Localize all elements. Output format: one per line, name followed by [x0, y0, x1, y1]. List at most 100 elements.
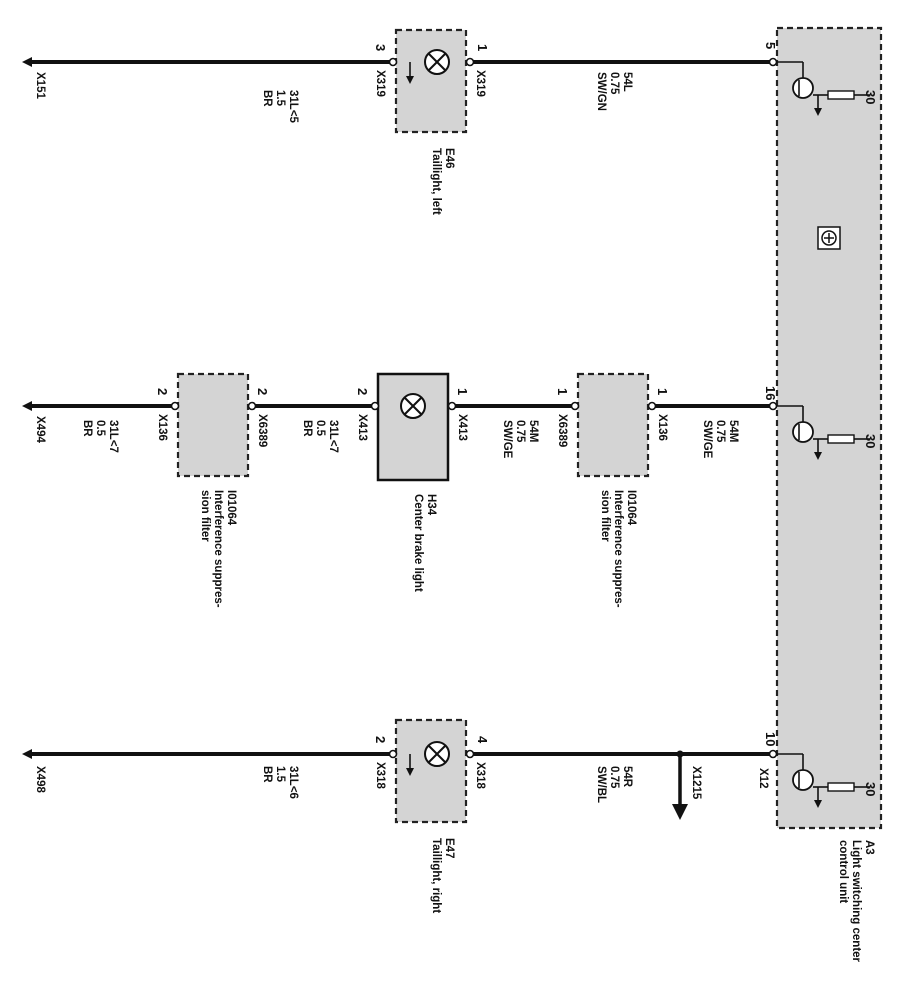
svg-text:I01064: I01064	[625, 490, 637, 526]
ground-x151: X151	[34, 72, 46, 99]
wire-label-31l7-mid: 31L<7 0.5 BR	[301, 420, 339, 453]
svg-text:0.75: 0.75	[608, 766, 620, 789]
filter2-conn-in: X6389	[256, 414, 268, 447]
light-pin-out: 2	[355, 388, 370, 395]
svg-text:sion filter: sion filter	[199, 490, 211, 542]
svg-text:0.75: 0.75	[514, 420, 526, 443]
filter2-pin-out: 2	[155, 388, 170, 395]
control-unit-name-line2: control unit	[837, 840, 849, 903]
terminal-30-left: 30	[863, 90, 878, 104]
control-unit-name-line1: Light switching center	[850, 840, 862, 963]
svg-text:E46: E46	[443, 148, 455, 168]
splice-x1215-label: X1215	[690, 766, 702, 800]
cu-pin-5: 5	[763, 42, 778, 49]
lamp-icon-right	[406, 741, 450, 776]
svg-text:Interference suppres-: Interference suppres-	[612, 490, 624, 608]
wire-label-31l5: 31L<5 1.5 BR	[261, 90, 299, 124]
light-conn-out: X413	[356, 414, 368, 441]
driver-center	[777, 405, 870, 460]
light-switch-symbol-icon	[817, 226, 841, 250]
svg-text:SW/BL: SW/BL	[595, 766, 607, 803]
filter2-box[interactable]	[176, 372, 250, 478]
svg-text:SW/GE: SW/GE	[701, 420, 713, 459]
filter2-label: I01064 Interference suppres- sion filter	[199, 490, 237, 608]
lamp-icon-center	[400, 393, 426, 419]
terminal-30-right: 30	[863, 782, 878, 796]
ground-arrow-center	[22, 401, 32, 411]
svg-text:H34: H34	[425, 494, 437, 516]
svg-text:54M: 54M	[527, 420, 539, 442]
svg-text:31L<7: 31L<7	[107, 420, 119, 453]
svg-text:0.75: 0.75	[608, 72, 620, 95]
svg-text:E47: E47	[443, 838, 455, 858]
ground-x494: X494	[34, 416, 46, 443]
center-brake-light-label: H34 Center brake light	[412, 494, 437, 592]
taillight-left-pin-1: 1	[475, 44, 490, 51]
svg-text:I01064: I01064	[225, 490, 237, 526]
connector-marks	[170, 57, 778, 759]
driver-left	[777, 61, 870, 116]
driver-right	[777, 753, 870, 808]
terminal-30-center: 30	[863, 434, 878, 448]
taillight-right-conn-in: X318	[474, 762, 486, 789]
filter1-pin-out: 1	[555, 388, 570, 395]
taillight-left-pin-3: 3	[373, 44, 388, 51]
lamp-icon-left	[406, 49, 450, 84]
filter1-pin-in: 1	[655, 388, 670, 395]
svg-text:1.5: 1.5	[274, 90, 286, 107]
cu-connector-x12: X12	[757, 768, 769, 788]
ground-arrow-right	[22, 749, 32, 759]
svg-text:SW/GN: SW/GN	[595, 72, 607, 111]
filter2-conn-out: X136	[156, 414, 168, 441]
svg-text:SW/GE: SW/GE	[501, 420, 513, 459]
svg-text:0.5: 0.5	[94, 420, 106, 437]
light-pin-in: 1	[455, 388, 470, 395]
filter1-box[interactable]	[576, 372, 650, 478]
ground-arrow-left	[22, 57, 32, 67]
wire-label-54m-mid: 54M 0.75 SW/GE	[501, 420, 539, 459]
filter1-label: I01064 Interference suppres- sion filter	[599, 490, 637, 608]
svg-text:Taillight, right: Taillight, right	[430, 838, 442, 913]
filter2-pin-in: 2	[255, 388, 270, 395]
wire-label-54m-cu: 54M 0.75 SW/GE	[701, 420, 739, 459]
light-conn-in: X413	[456, 414, 468, 441]
wire-label-54l: 54L 0.75 SW/GN	[595, 72, 633, 111]
taillight-right-conn-out: X318	[374, 762, 386, 789]
svg-text:54R: 54R	[621, 766, 633, 788]
svg-text:BR: BR	[301, 420, 313, 437]
taillight-left-conn-in: X319	[474, 70, 486, 97]
control-unit-ref: A3	[863, 840, 875, 855]
control-unit-box[interactable]	[775, 26, 883, 830]
cu-pin-10: 10	[763, 732, 778, 746]
svg-text:31L<7: 31L<7	[327, 420, 339, 453]
ground-x498: X498	[34, 766, 46, 793]
svg-text:BR: BR	[261, 90, 273, 107]
svg-text:54M: 54M	[727, 420, 739, 442]
svg-text:Taillight, left: Taillight, left	[430, 148, 442, 215]
filter1-conn-in: X136	[656, 414, 668, 441]
taillight-right-pin-4: 4	[475, 736, 490, 744]
control-unit-label: A3 Light switching center control unit	[837, 840, 875, 963]
taillight-left-conn-out: X319	[374, 70, 386, 97]
svg-text:sion filter: sion filter	[599, 490, 611, 542]
svg-text:Interference suppres-: Interference suppres-	[212, 490, 224, 608]
taillight-right-label: E47 Taillight, right	[430, 838, 455, 913]
svg-text:BR: BR	[261, 766, 273, 783]
filter1-conn-out: X6389	[556, 414, 568, 447]
svg-text:54L: 54L	[621, 72, 633, 92]
svg-text:BR: BR	[81, 420, 93, 437]
wire-label-54r: 54R 0.75 SW/BL	[595, 766, 633, 803]
svg-text:31L<6: 31L<6	[287, 766, 299, 799]
svg-text:1.5: 1.5	[274, 766, 286, 783]
splice-x1215	[672, 750, 688, 820]
taillight-right-pin-2: 2	[373, 736, 388, 743]
taillight-right-box[interactable]	[394, 718, 468, 824]
svg-text:0.5: 0.5	[314, 420, 326, 437]
center-brake-light-box[interactable]	[376, 372, 450, 482]
taillight-left-box[interactable]	[394, 28, 468, 134]
wire-label-31l6: 31L<6 1.5 BR	[261, 766, 299, 799]
taillight-left-label: E46 Taillight, left	[430, 148, 455, 215]
svg-text:Center brake light: Center brake light	[412, 494, 424, 592]
cu-pin-16: 16	[763, 386, 778, 400]
